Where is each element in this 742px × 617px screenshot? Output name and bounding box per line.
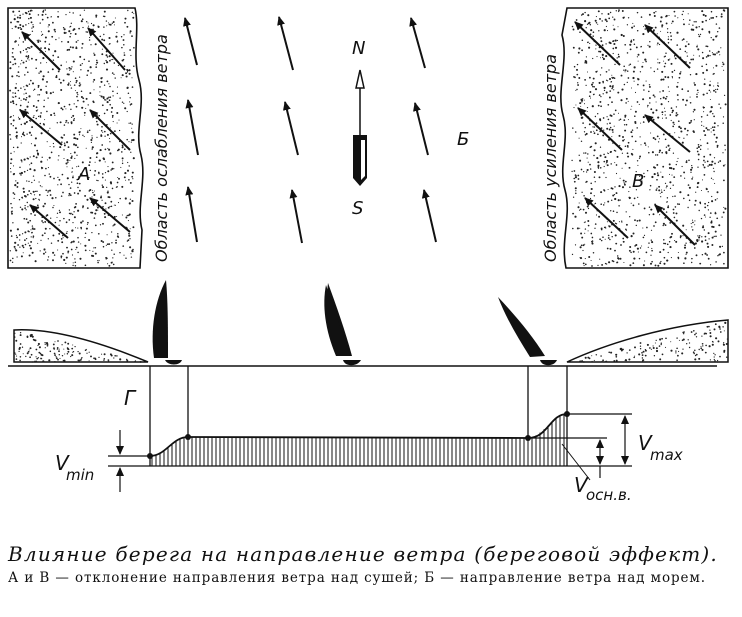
- compass-south-label: S: [352, 198, 363, 219]
- vmin-subscript: min: [66, 466, 94, 484]
- wind-arrow: [644, 24, 691, 69]
- caption-text: А и В — отклонение направления ветра над…: [8, 570, 707, 586]
- wind-speed-profile: [147, 366, 600, 467]
- weaken-zone-label: Область ослабления ветра: [152, 34, 171, 262]
- vbase-leader: [561, 443, 591, 481]
- profile-hatching: [151, 414, 565, 466]
- vmax-subscript: max: [650, 446, 683, 464]
- wind-arrow: [283, 101, 299, 156]
- vmin-dimension: [108, 430, 150, 492]
- wind-arrow: [409, 17, 426, 69]
- vmax-symbol: V: [638, 431, 653, 455]
- strengthen-zone-label: Область усиления ветра: [541, 54, 560, 262]
- wind-arrow: [89, 197, 131, 233]
- wind-arrow: [289, 189, 303, 244]
- compass-north-label: N: [352, 38, 365, 59]
- wind-arrow: [577, 107, 623, 151]
- vbase-dimension: [528, 437, 607, 478]
- sailboat-left: [152, 280, 182, 365]
- wind-arrow: [183, 17, 198, 66]
- wind-arrow: [29, 204, 69, 239]
- vbase-symbol: V: [574, 473, 589, 497]
- sailboat-right: [498, 297, 557, 366]
- vmin-symbol: V: [55, 451, 70, 475]
- wind-arrow: [413, 102, 429, 156]
- wind-arrow: [277, 16, 294, 71]
- wind-arrow: [21, 31, 61, 71]
- left-land-label: А: [77, 164, 90, 185]
- left-shore-profile: [13, 329, 149, 363]
- right-land-area: [560, 7, 729, 269]
- right-land-wind-arrows: [574, 21, 696, 246]
- right-land-stipple: [571, 9, 727, 267]
- wind-arrow: [644, 114, 691, 153]
- right-land-label: В: [632, 171, 644, 192]
- left-land-stipple: [9, 9, 135, 267]
- vmax-dimension: [567, 413, 632, 467]
- wind-arrow: [87, 27, 126, 71]
- shore-mark-label: Г: [124, 386, 137, 410]
- left-land-area: [7, 7, 144, 269]
- wind-arrow: [584, 197, 629, 239]
- sea-wind-arrows: [183, 16, 437, 244]
- wind-arrow: [19, 109, 63, 146]
- wind-arrow: [421, 189, 437, 243]
- caption-title: Влияние берега на направление ветра (бер…: [8, 542, 718, 566]
- wind-arrow: [654, 204, 696, 246]
- vbase-subscript: осн.в.: [586, 486, 632, 504]
- sea-label: Б: [457, 129, 469, 150]
- right-shore-profile: [566, 319, 729, 363]
- sailboat-center: [324, 283, 361, 366]
- left-land-wind-arrows: [19, 27, 131, 239]
- wind-arrow: [89, 109, 131, 151]
- wind-arrow: [185, 186, 198, 243]
- compass-needle: [353, 69, 367, 186]
- wind-arrow: [574, 21, 621, 66]
- wind-arrow: [185, 99, 199, 156]
